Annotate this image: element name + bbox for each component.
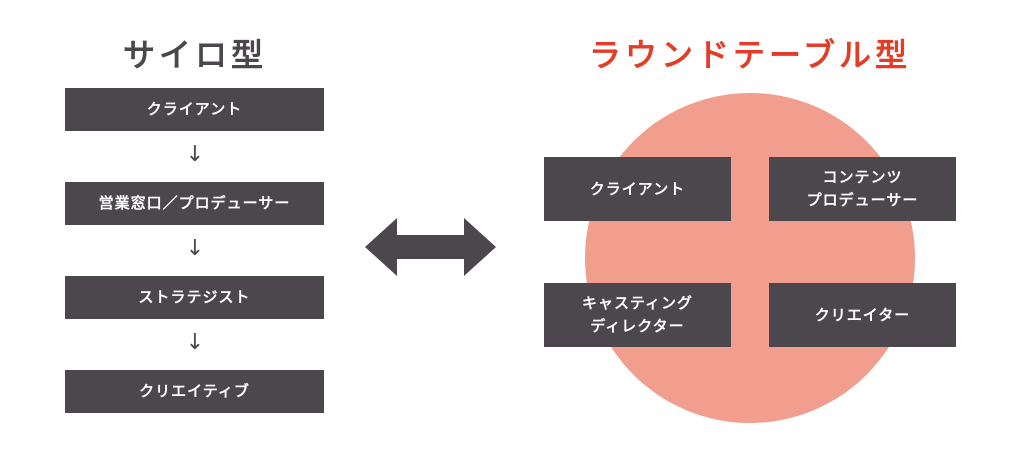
down-arrow-icon: ↓ [185,142,205,167]
member-casting-director: キャスティング ディレクター [544,283,731,347]
down-arrow-icon: ↓ [185,330,205,355]
silo-step-creative: クリエイティブ [65,370,324,413]
member-creator: クリエイター [769,283,956,347]
down-arrow-icon: ↓ [185,236,205,261]
member-client: クライアント [544,157,731,221]
silo-step-sales-producer: 営業窓口／プロデューサー [65,182,324,225]
roundtable-title: ラウンドテーブル型 [588,36,912,74]
round-table-circle [585,93,915,423]
double-arrow-icon [365,218,496,276]
silo-step-strategist: ストラテジスト [65,276,324,319]
member-content-producer: コンテンツ プロデューサー [769,157,956,221]
silo-title: サイロ型 [122,36,267,74]
silo-step-client: クライアント [65,88,324,131]
